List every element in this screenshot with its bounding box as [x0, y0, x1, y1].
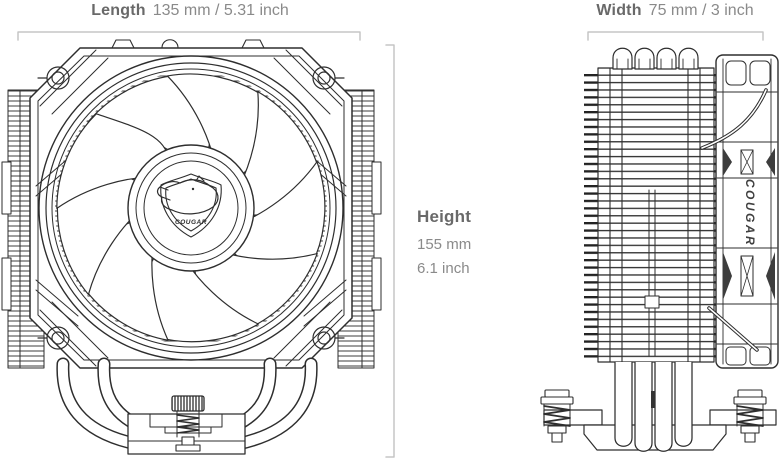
side-view: COUGAR [541, 48, 778, 451]
length-dimension-line [18, 32, 360, 40]
height-dimension-label: Height 155 mm 6.1 inch [417, 207, 471, 284]
front-top-pipe-ends [112, 40, 264, 48]
side-fan: COUGAR [702, 55, 778, 368]
length-value: 135 mm / 5.31 inch [152, 2, 289, 19]
corner-screws [38, 67, 344, 349]
width-dimension-label: Width 75 mm / 3 inch [570, 2, 780, 20]
fan-corner-pads [723, 148, 775, 300]
width-value: 75 mm / 3 inch [648, 2, 754, 19]
side-fin-stack [584, 68, 720, 362]
side-heatpipes [615, 362, 692, 451]
height-value-mm: 155 mm [417, 236, 472, 253]
front-thumbscrew [172, 396, 204, 451]
width-title: Width [596, 2, 642, 19]
width-dimension-line [588, 32, 763, 40]
spring-screw-right [734, 390, 766, 442]
hub-logo-text: COUGAR [175, 219, 207, 226]
fan-cable [702, 90, 766, 350]
height-title: Height [417, 207, 472, 226]
fan-wire-clips [36, 150, 346, 326]
height-value-inch: 6.1 inch [417, 260, 470, 277]
height-dimension-line [386, 45, 394, 457]
cougar-head-icon [158, 176, 218, 214]
spring-screw-left [541, 390, 573, 442]
fan-rim-rings [39, 56, 343, 360]
length-dimension-label: Length 135 mm / 5.31 inch [0, 2, 380, 20]
fan-side-logo-text: COUGAR [743, 179, 757, 247]
heatpipe-caps [613, 48, 698, 69]
front-view: COUGAR [2, 40, 381, 454]
fan-hub: COUGAR [128, 145, 254, 271]
length-title: Length [91, 2, 146, 19]
